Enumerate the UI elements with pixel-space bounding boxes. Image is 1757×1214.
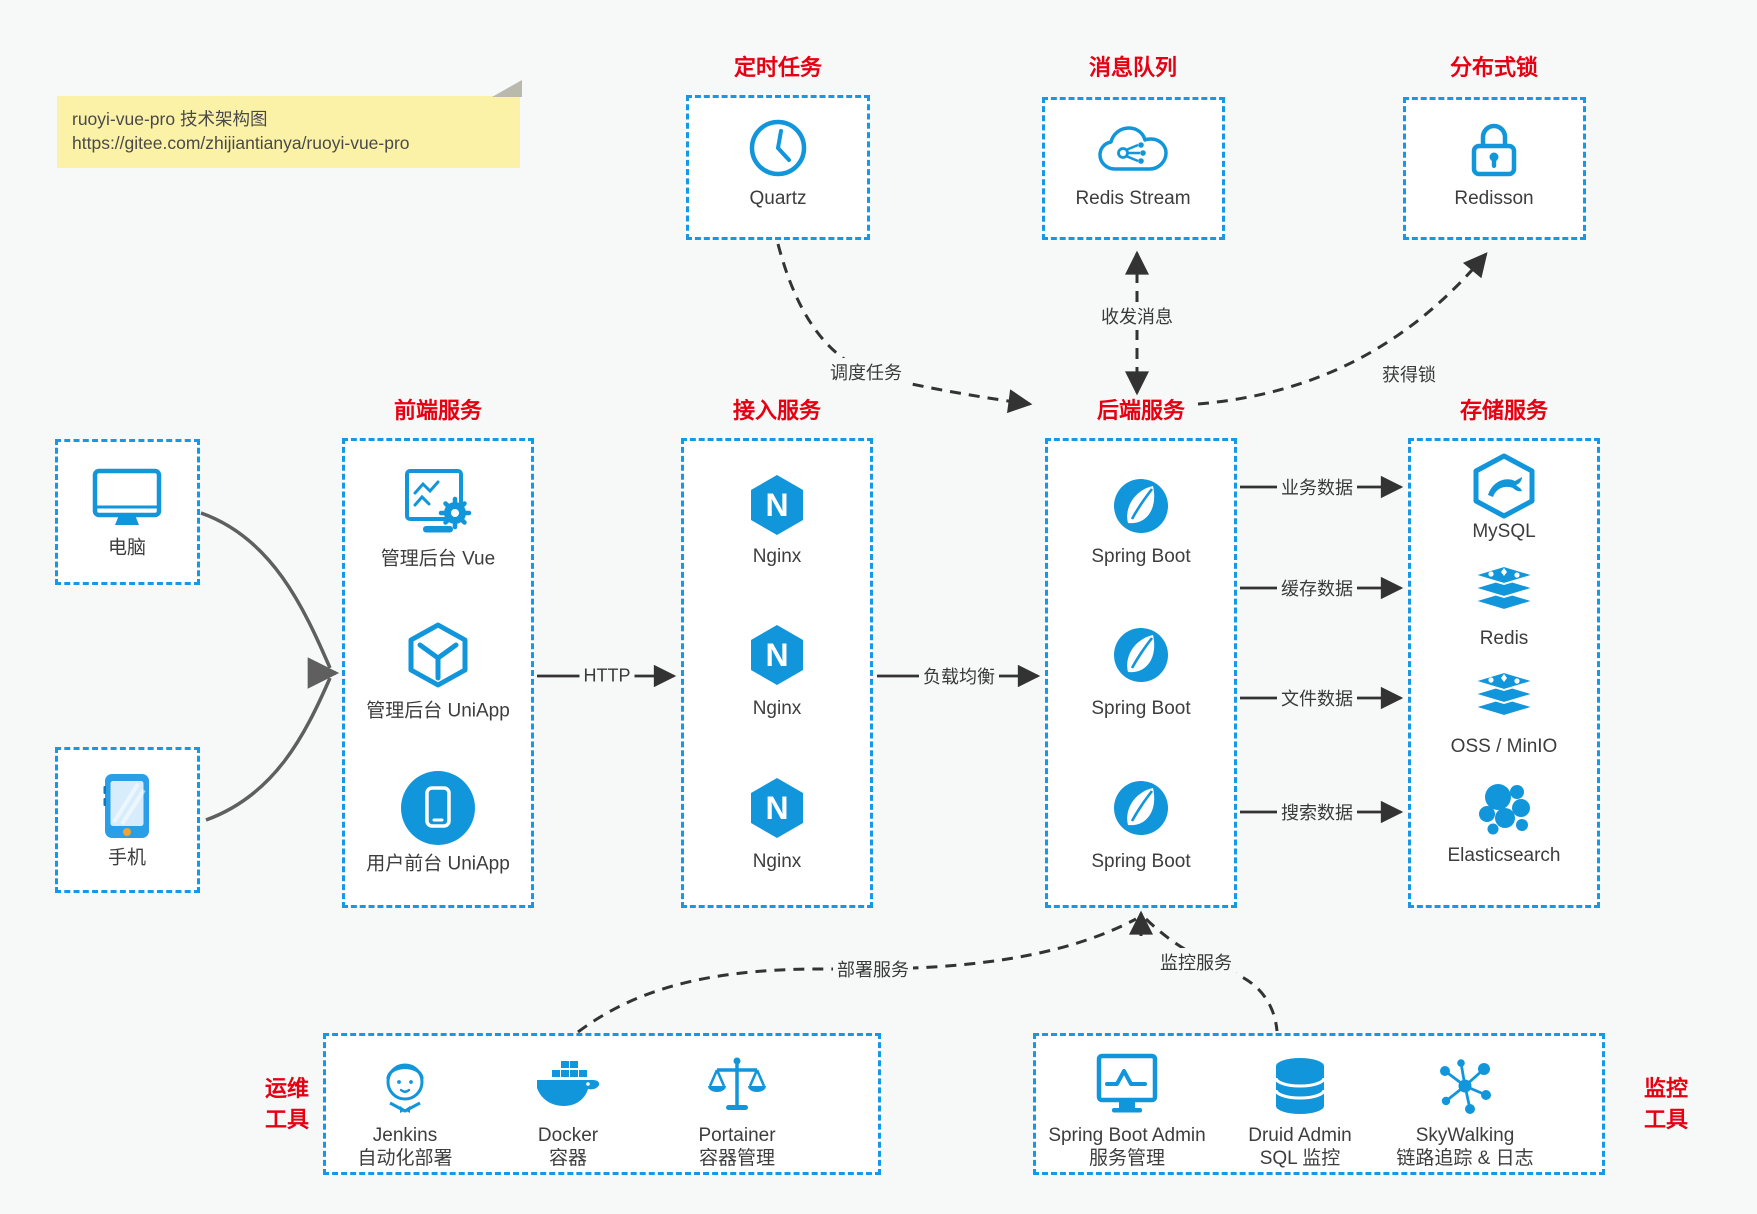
node-label-nginx-1: Nginx — [752, 546, 802, 567]
ops-item-portainer: Portainer 容器管理 — [698, 1124, 775, 1170]
edge-monitor — [1144, 917, 1279, 1032]
edge-label-load-balance: 负载均衡 — [919, 662, 999, 690]
jenkins-icon — [376, 1055, 434, 1117]
monitoring-item-desc: 链路追踪 & 日志 — [1396, 1148, 1534, 1169]
node-label-admin-uniapp: 管理后台 UniApp — [366, 700, 510, 722]
desktop-icon — [90, 466, 164, 530]
edge-label-schedule: 调度任务 — [826, 358, 906, 386]
ops-item-desc: 容器管理 — [698, 1148, 776, 1169]
node-label-elasticsearch: Elasticsearch — [1447, 845, 1561, 866]
note-fold-corner — [492, 80, 522, 97]
ops-side-label: 运维 工具 — [264, 1076, 310, 1132]
monitoring-item-name: Spring Boot Admin — [1048, 1125, 1206, 1146]
uniapp-cube-icon — [406, 621, 470, 689]
monitoring-item-druid: Druid Admin SQL 监控 — [1248, 1124, 1352, 1170]
group-title-gateway: 接入服务 — [732, 398, 822, 423]
node-label-spring-boot-2: Spring Boot — [1091, 698, 1191, 719]
node-label-redisson: Redisson — [1454, 188, 1534, 209]
group-title-storage: 存储服务 — [1459, 398, 1549, 423]
ops-item-desc: 容器 — [548, 1148, 587, 1169]
node-label-spring-boot-3: Spring Boot — [1091, 851, 1191, 872]
monitoring-side-label: 监控 工具 — [1643, 1076, 1689, 1132]
oss-minio-icon — [1470, 670, 1538, 730]
node-label-redis: Redis — [1479, 628, 1529, 649]
user-uniapp-icon — [399, 769, 477, 847]
nginx-icon: N — [748, 473, 806, 537]
mysql-icon — [1471, 453, 1537, 519]
cloud-mq-icon — [1096, 123, 1170, 177]
node-label-oss-minio: OSS / MinIO — [1450, 736, 1558, 757]
ops-item-name: Docker — [537, 1125, 599, 1146]
note-title: ruoyi-vue-pro 技术架构图 — [72, 109, 268, 129]
ops-item-jenkins: Jenkins 自动化部署 — [357, 1124, 452, 1170]
edge-acquire-lock — [1197, 252, 1488, 406]
docker-icon — [535, 1060, 601, 1112]
node-label-user-uniapp: 用户前台 UniApp — [366, 853, 510, 875]
note-url: https://gitee.com/zhijiantianya/ruoyi-vu… — [72, 133, 410, 153]
monitoring-item-sba: Spring Boot Admin 服务管理 — [1048, 1124, 1205, 1170]
group-title-message-queue: 消息队列 — [1088, 55, 1178, 80]
admin-vue-icon — [398, 468, 478, 538]
node-label-nginx-2: Nginx — [752, 698, 802, 719]
edge-label-cache-data: 缓存数据 — [1277, 574, 1357, 602]
edge-label-http: HTTP — [579, 664, 635, 688]
edge-label-messaging: 收发消息 — [1097, 302, 1177, 330]
node-label-nginx-3: Nginx — [752, 851, 802, 872]
redis-icon — [1470, 564, 1538, 624]
ops-item-docker: Docker 容器 — [538, 1124, 598, 1170]
edge-label-monitor: 监控服务 — [1156, 948, 1236, 976]
monitoring-item-name: Druid Admin — [1248, 1125, 1352, 1146]
node-label-redis-stream: Redis Stream — [1075, 188, 1191, 209]
spring-boot-admin-icon — [1094, 1053, 1160, 1115]
edge-label-business-data: 业务数据 — [1277, 473, 1357, 501]
group-title-distributed-lock: 分布式锁 — [1449, 55, 1539, 80]
monitoring-item-desc: 服务管理 — [1088, 1148, 1165, 1169]
spring-boot-icon — [1112, 626, 1170, 684]
edge-pc-to-frontend — [200, 511, 332, 669]
lock-icon — [1466, 118, 1522, 180]
nginx-icon: N — [748, 623, 806, 687]
edge-label-search-data: 搜索数据 — [1277, 798, 1357, 826]
edge-label-lock: 获得锁 — [1378, 360, 1440, 388]
skywalking-icon — [1434, 1055, 1496, 1117]
node-label-admin-vue: 管理后台 Vue — [380, 548, 496, 570]
sticky-note: ruoyi-vue-pro 技术架构图 https://gitee.com/zh… — [57, 96, 520, 168]
monitoring-item-skywalking: SkyWalking 链路追踪 & 日志 — [1396, 1124, 1533, 1170]
portainer-icon — [707, 1055, 767, 1117]
svg-text:N: N — [765, 637, 788, 673]
node-label-phone: 手机 — [107, 847, 147, 869]
elasticsearch-icon — [1472, 780, 1536, 838]
monitoring-item-name: SkyWalking — [1415, 1125, 1515, 1146]
group-title-frontend: 前端服务 — [393, 398, 483, 423]
spring-boot-icon — [1112, 779, 1170, 837]
node-label-quartz: Quartz — [749, 188, 807, 209]
ops-item-name: Jenkins — [372, 1125, 438, 1146]
node-label-pc: 电脑 — [107, 537, 147, 559]
svg-text:N: N — [765, 790, 788, 826]
phone-icon — [102, 772, 152, 840]
group-title-scheduled-jobs: 定时任务 — [733, 55, 823, 80]
spring-boot-icon — [1112, 477, 1170, 535]
edge-label-file-data: 文件数据 — [1277, 684, 1357, 712]
monitoring-item-desc: SQL 监控 — [1259, 1148, 1341, 1169]
group-title-backend: 后端服务 — [1096, 398, 1186, 423]
edge-schedule-jobs — [776, 243, 1033, 414]
node-label-spring-boot-1: Spring Boot — [1091, 546, 1191, 567]
edge-label-deploy: 部署服务 — [833, 955, 913, 983]
ops-item-name: Portainer — [698, 1125, 776, 1146]
edge-deploy — [577, 917, 1137, 1034]
nginx-icon: N — [748, 776, 806, 840]
ops-item-desc: 自动化部署 — [357, 1148, 453, 1169]
node-label-mysql: MySQL — [1472, 521, 1536, 542]
edge-phone-to-frontend — [205, 677, 332, 822]
clock-icon — [747, 117, 809, 179]
svg-text:N: N — [765, 487, 788, 523]
druid-admin-icon — [1271, 1056, 1329, 1116]
